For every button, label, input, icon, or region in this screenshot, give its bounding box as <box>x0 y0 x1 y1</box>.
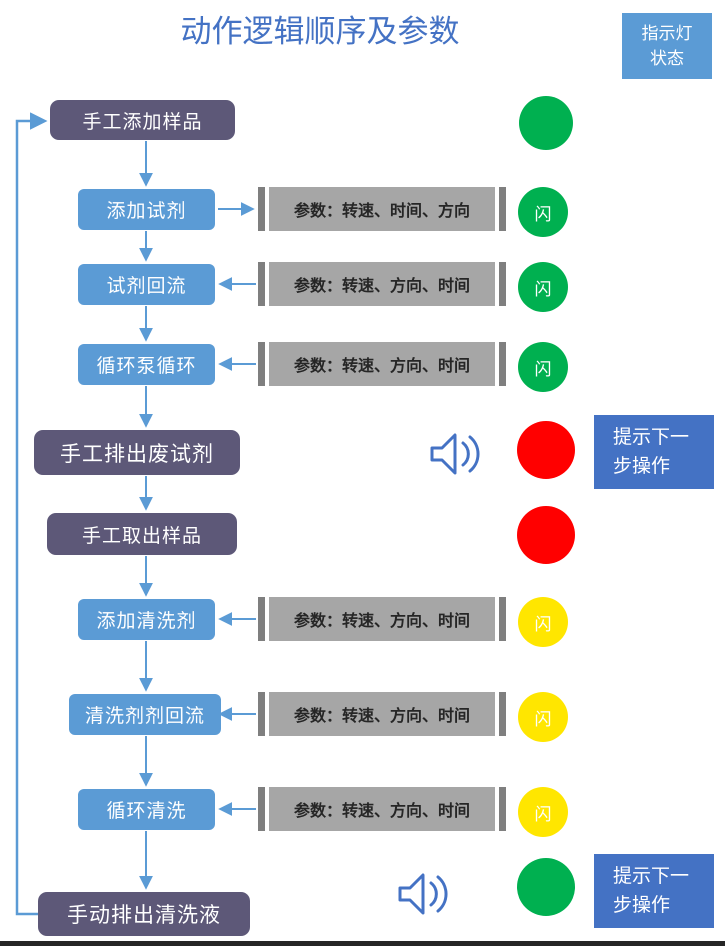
page-title: 动作逻辑顺序及参数 <box>180 14 460 49</box>
param-bar-right <box>499 787 506 831</box>
param-text: 参数：转速、方向、时间 <box>269 262 495 306</box>
indicator-light-4: 闪 <box>518 342 568 392</box>
step-add-reagent: 添加试剂 <box>78 189 215 230</box>
indicator-label: 闪 <box>534 804 552 824</box>
step-cycle-clean: 循环清洗 <box>78 789 215 830</box>
indicator-light-9: 闪 <box>518 787 568 837</box>
param-link-arrows <box>218 202 256 816</box>
param-bar-left <box>258 187 265 231</box>
param-box-2: 参数：转速、方向、时间 <box>258 262 506 306</box>
note-next-step-2: 提示下一步操作 <box>594 854 714 928</box>
param-bar-right <box>499 692 506 736</box>
indicator-light-2: 闪 <box>518 187 568 237</box>
bottom-divider <box>0 941 725 946</box>
param-text: 参数：转速、方向、时间 <box>269 787 495 831</box>
step-pump-circulate: 循环泵循环 <box>78 344 215 385</box>
indicator-light-8: 闪 <box>518 692 568 742</box>
indicator-light-5 <box>517 421 575 479</box>
indicator-light-6 <box>517 506 575 564</box>
param-box-1: 参数：转速、时间、方向 <box>258 187 506 231</box>
indicator-label: 闪 <box>534 359 552 379</box>
speaker-icon <box>424 424 484 489</box>
step-add-cleaner: 添加清洗剂 <box>78 599 215 640</box>
param-text: 参数：转速、时间、方向 <box>269 187 495 231</box>
indicator-light-7: 闪 <box>518 597 568 647</box>
param-bar-right <box>499 262 506 306</box>
indicator-label: 闪 <box>534 279 552 299</box>
param-text: 参数：转速、方向、时间 <box>269 342 495 386</box>
indicator-label: 闪 <box>534 709 552 729</box>
param-bar-right <box>499 342 506 386</box>
step-reagent-reflux: 试剂回流 <box>78 264 215 305</box>
indicator-label: 闪 <box>534 204 552 224</box>
indicator-light-3: 闪 <box>518 262 568 312</box>
param-bar-left <box>258 342 265 386</box>
param-box-5: 参数：转速、方向、时间 <box>258 692 506 736</box>
param-text: 参数：转速、方向、时间 <box>269 692 495 736</box>
step-drain-cleaning-fluid: 手动排出清洗液 <box>38 892 250 936</box>
speaker-icon <box>392 864 452 929</box>
step-remove-sample: 手工取出样品 <box>47 513 237 555</box>
param-bar-right <box>499 597 506 641</box>
param-box-3: 参数：转速、方向、时间 <box>258 342 506 386</box>
param-bar-left <box>258 692 265 736</box>
note-next-step-1: 提示下一步操作 <box>594 415 714 489</box>
param-bar-left <box>258 262 265 306</box>
param-box-6: 参数：转速、方向、时间 <box>258 787 506 831</box>
step-add-sample: 手工添加样品 <box>50 100 235 140</box>
note-text: 提示下一步操作 <box>613 865 690 916</box>
legend-line1: 指示灯 <box>641 23 693 43</box>
param-text: 参数：转速、方向、时间 <box>269 597 495 641</box>
param-bar-left <box>258 597 265 641</box>
indicator-label: 闪 <box>534 614 552 634</box>
step-drain-waste-reagent: 手工排出废试剂 <box>34 430 240 475</box>
param-bar-right <box>499 187 506 231</box>
param-bar-left <box>258 787 265 831</box>
step-cleaner-reflux: 清洗剂剂回流 <box>69 694 221 735</box>
param-box-4: 参数：转速、方向、时间 <box>258 597 506 641</box>
loop-back-arrow <box>15 112 48 916</box>
indicator-light-1 <box>519 96 573 150</box>
indicator-light-10 <box>517 858 575 916</box>
legend-line2: 状态 <box>650 49 684 68</box>
legend-indicator-status: 指示灯 状态 <box>622 13 712 79</box>
note-text: 提示下一步操作 <box>613 426 690 477</box>
